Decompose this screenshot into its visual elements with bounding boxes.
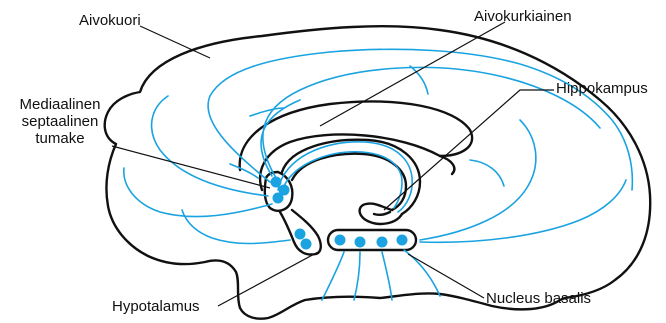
basalis-dot-2: [355, 237, 366, 248]
basalis-dot-3: [377, 237, 388, 248]
label-septal-line2: septaalinen: [8, 113, 112, 130]
septal-dot-3: [273, 193, 284, 204]
label-nucleus-basalis: Nucleus basalis: [486, 290, 591, 307]
leader-cortex: [140, 26, 210, 58]
label-hypothalamus: Hypotalamus: [112, 298, 200, 315]
septal-dot-4: [295, 229, 306, 240]
label-septal-nucleus: Mediaalinen septaalinen tumake: [8, 96, 112, 147]
basalis-dot-4: [397, 235, 408, 246]
label-hippocampus: Hippokampus: [556, 80, 648, 97]
label-septal-line3: tumake: [8, 130, 112, 147]
septal-dot-5: [301, 239, 312, 250]
basalis-dot-1: [335, 235, 346, 246]
septal-dot-1: [271, 177, 282, 188]
label-corpus-callosum: Aivokurkiainen: [474, 8, 572, 25]
label-cortex: Aivokuori: [79, 12, 141, 29]
label-septal-line1: Mediaalinen: [8, 96, 112, 113]
